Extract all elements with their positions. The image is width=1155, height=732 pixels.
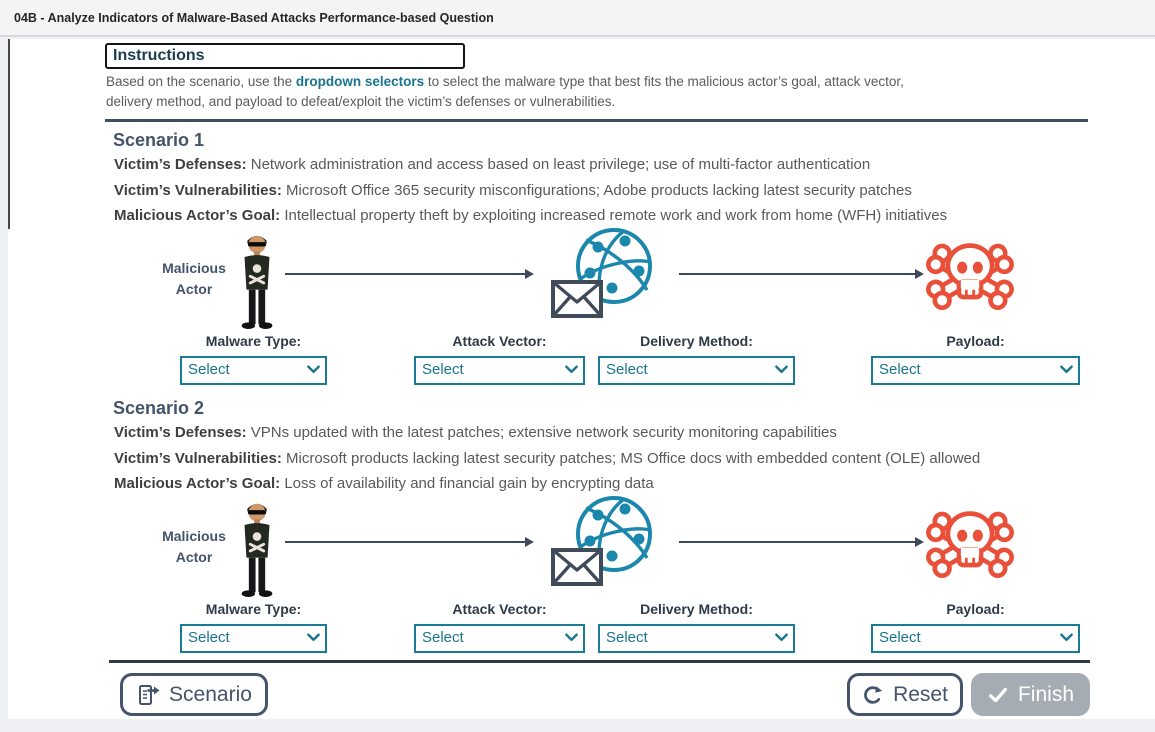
scenario-2-vulnerabilities: Victim’s Vulnerabilities: Microsoft prod…	[114, 450, 1114, 467]
instructions-text-after: to select the malware type that best fit…	[106, 74, 904, 109]
scenario-2-defenses: Victim’s Defenses: VPNs updated with the…	[114, 424, 1114, 441]
malware-type-label: Malware Type:	[205, 333, 302, 349]
finish-button-label: Finish	[1017, 682, 1075, 706]
scenario-button-label: Scenario	[169, 682, 252, 706]
check-icon	[987, 684, 1009, 706]
malicious-actor-label: Malicious Actor	[162, 260, 226, 297]
s2-delivery-method-select[interactable]: Select	[598, 624, 795, 653]
scenario-1-section: Scenario 1 Victim’s Defenses: Network ad…	[8, 130, 1155, 395]
delivery-method-label: Delivery Method:	[640, 333, 753, 349]
flow-arrow-icon	[285, 537, 534, 547]
malicious-actor-label: Malicious Actor	[162, 528, 226, 565]
divider-bottom	[109, 660, 1090, 663]
flow-arrow-icon	[285, 269, 534, 279]
reset-button-label: Reset	[893, 682, 948, 706]
goal-text: Intellectual property theft by exploitin…	[280, 207, 948, 224]
malicious-actor-icon	[234, 234, 280, 335]
payload-label: Payload:	[946, 333, 1005, 349]
s1-delivery-method-select[interactable]: Select	[598, 356, 795, 385]
s2-malware-type-select[interactable]: Select	[180, 624, 327, 653]
scenario-2-section: Scenario 2 Victim’s Defenses: VPNs updat…	[8, 398, 1155, 663]
vulnerabilities-text: Microsoft Office 365 security misconfigu…	[281, 182, 912, 199]
malicious-actor-icon	[234, 502, 280, 603]
reset-icon	[862, 684, 884, 706]
s2-attack-vector-select[interactable]: Select	[414, 624, 585, 653]
scenario-1-defenses: Victim’s Defenses: Network administratio…	[114, 156, 1114, 173]
s2-payload-select[interactable]: Select	[871, 624, 1080, 653]
vulnerabilities-text: Microsoft products lacking latest securi…	[281, 450, 981, 467]
network-globe-icon	[548, 494, 662, 593]
scenario-1-goal: Malicious Actor’s Goal: Intellectual pro…	[114, 207, 1114, 224]
scenario-1-title: Scenario 1	[113, 130, 205, 150]
malware-type-label: Malware Type:	[205, 601, 302, 617]
s1-malware-type-select[interactable]: Select	[180, 356, 327, 385]
instructions-title: Instructions	[113, 47, 205, 64]
flow-arrow-icon	[679, 269, 924, 279]
payload-label: Payload:	[946, 601, 1005, 617]
flow-arrow-icon	[679, 537, 924, 547]
dropdown-selectors-emphasis: dropdown selectors	[295, 74, 425, 89]
attack-vector-label: Attack Vector:	[452, 601, 547, 617]
finish-button[interactable]: Finish	[971, 673, 1090, 716]
skull-crossbones-icon	[924, 236, 1016, 319]
divider-top	[105, 119, 1088, 122]
instructions-header: Instructions	[105, 43, 465, 69]
envelope-icon	[551, 280, 603, 318]
goal-text: Loss of availability and financial gain …	[280, 475, 654, 492]
instructions-text: Based on the scenario, use the dropdown …	[106, 72, 944, 112]
envelope-icon	[551, 548, 603, 586]
goal-label: Malicious Actor’s Goal:	[114, 475, 281, 492]
s1-attack-vector-select[interactable]: Select	[414, 356, 585, 385]
scenario-1-vulnerabilities: Victim’s Vulnerabilities: Microsoft Offi…	[114, 182, 1114, 199]
defenses-text: Network administration and access based …	[246, 156, 871, 173]
question-panel: Instructions Based on the scenario, use …	[8, 39, 1155, 719]
goal-label: Malicious Actor’s Goal:	[114, 207, 281, 224]
defenses-label: Victim’s Defenses:	[114, 156, 247, 173]
scenario-2-goal: Malicious Actor’s Goal: Loss of availabi…	[114, 475, 1114, 492]
defenses-text: VPNs updated with the latest patches; ex…	[246, 424, 837, 441]
network-globe-icon	[548, 226, 662, 325]
defenses-label: Victim’s Defenses:	[114, 424, 247, 441]
export-icon	[136, 683, 160, 707]
delivery-method-label: Delivery Method:	[640, 601, 753, 617]
skull-crossbones-icon	[924, 504, 1016, 587]
scenario-button[interactable]: Scenario	[120, 673, 268, 716]
vulnerabilities-label: Victim’s Vulnerabilities:	[114, 182, 282, 199]
scenario-2-title: Scenario 2	[113, 398, 205, 418]
reset-button[interactable]: Reset	[847, 673, 963, 716]
s1-payload-select[interactable]: Select	[871, 356, 1080, 385]
vulnerabilities-label: Victim’s Vulnerabilities:	[114, 450, 282, 467]
window-title-bar: 04B - Analyze Indicators of Malware-Base…	[0, 0, 1155, 37]
instructions-text-before: Based on the scenario, use the	[106, 74, 296, 89]
attack-vector-label: Attack Vector:	[452, 333, 547, 349]
window-title: 04B - Analyze Indicators of Malware-Base…	[14, 10, 494, 25]
panel-left-border	[8, 39, 10, 229]
